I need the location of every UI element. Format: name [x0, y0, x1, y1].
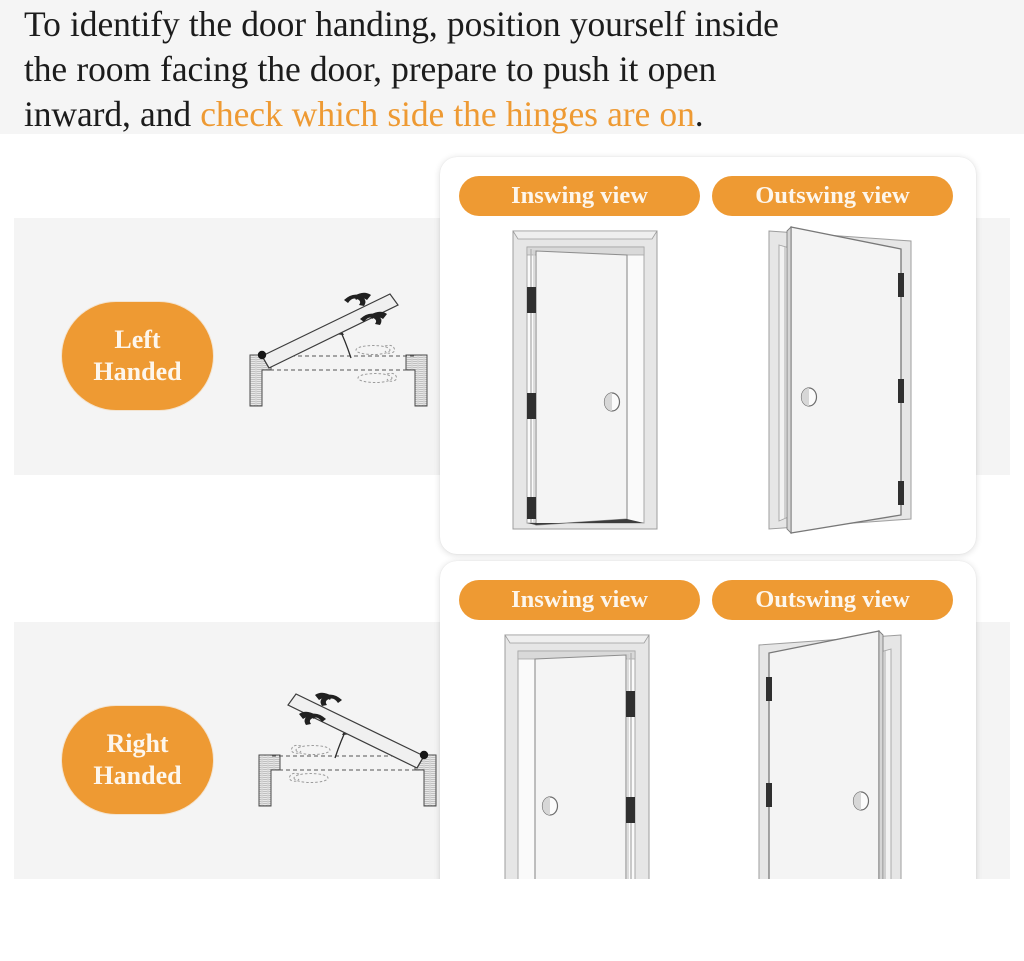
header-line-2: the room facing the door, prepare to pus… [24, 49, 717, 89]
views-card-right-handed: Inswing view Outswing view [440, 561, 976, 958]
door-outswing-left-hand-cell [708, 219, 962, 541]
header-line-3: inward, and check which side the hinges … [24, 92, 1000, 137]
door-plan-right-hinge-icon [238, 672, 448, 822]
header-band: To identify the door handing, position y… [0, 0, 1024, 134]
door-plan-left-hinge-icon [238, 272, 448, 422]
header-highlight: check which side the hinges are on [200, 94, 695, 134]
door-inswing-right-hand-icon [504, 634, 650, 934]
badge-left-handed-line2: Handed [93, 357, 182, 386]
pill-row-right-handed: Inswing view Outswing view [459, 580, 957, 620]
door-outswing-left-hand-icon [768, 225, 912, 535]
badge-right-handed: Right Handed [62, 706, 213, 814]
views-card-left-handed: Inswing view Outswing view [440, 157, 976, 554]
bottom-white-strip [0, 879, 1024, 961]
pill-inswing-left-handed[interactable]: Inswing view [459, 176, 700, 216]
badge-right-handed-line2: Handed [93, 761, 182, 790]
badge-left-handed: Left Handed [62, 302, 213, 410]
header-line-1: To identify the door handing, position y… [24, 4, 779, 44]
pill-inswing-right-handed[interactable]: Inswing view [459, 580, 700, 620]
door-inswing-left-hand-icon [512, 230, 658, 530]
pill-outswing-right-handed[interactable]: Outswing view [712, 580, 953, 620]
header-line-3-suffix: . [694, 94, 704, 134]
badge-left-handed-line1: Left [114, 325, 161, 354]
door-outswing-right-hand-cell [708, 623, 962, 945]
door-row-left-handed [454, 219, 962, 541]
badge-right-handed-line1: Right [106, 729, 169, 758]
door-outswing-right-hand-icon [758, 629, 902, 939]
pill-outswing-left-handed[interactable]: Outswing view [712, 176, 953, 216]
door-inswing-right-hand-cell [454, 623, 708, 945]
door-row-right-handed [454, 623, 962, 945]
pill-row-left-handed: Inswing view Outswing view [459, 176, 957, 216]
door-inswing-left-hand-cell [454, 219, 708, 541]
header-line-3-prefix: inward, and [24, 94, 201, 134]
